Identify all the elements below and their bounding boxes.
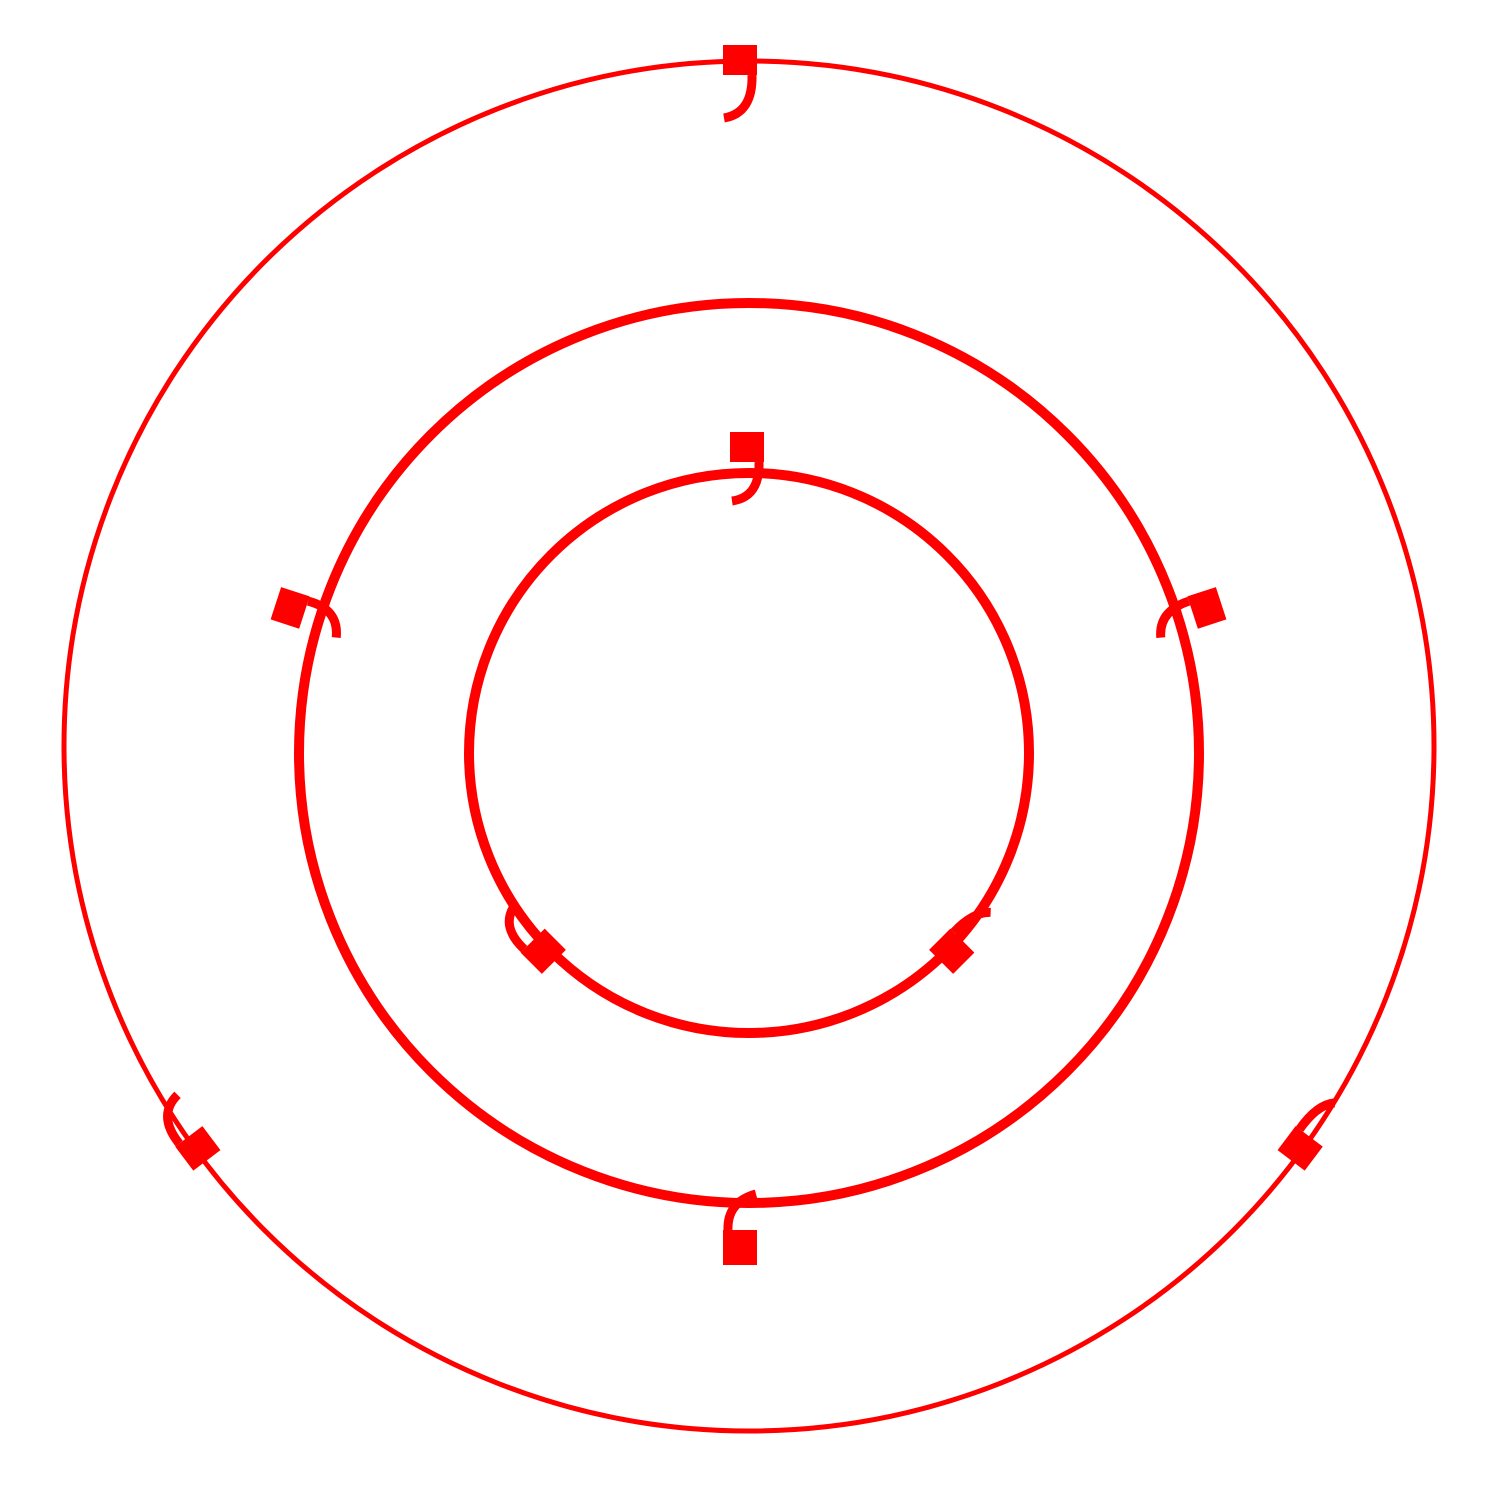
outer-ring-mark-top [722,45,757,123]
outer-ring [61,58,1437,1434]
middle-ring [294,298,1204,1208]
inner-ring-mark-lower-left [504,901,566,974]
middle-ring-mark-upper-left [270,587,341,639]
outer-ring-mark-lower-left [163,1091,221,1171]
inner-ring-mark-top [730,432,764,506]
inner-ring-mark-lower-right [929,907,991,974]
middle-ring-mark-upper-right [1156,587,1227,638]
inner-ring [464,468,1034,1038]
outer-ring-mark-lower-right [1277,1098,1336,1171]
middle-ring-mark-bottom [723,1189,758,1265]
